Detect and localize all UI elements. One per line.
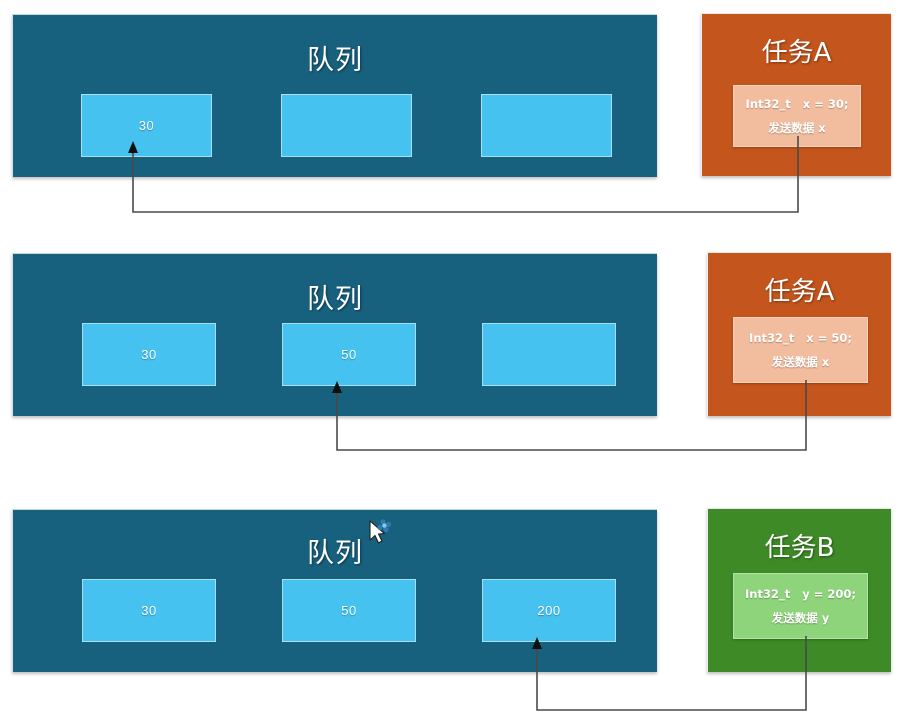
task-box-row-3[interactable]: 任务B Int32_t y = 200; 发送数据 y: [707, 508, 891, 672]
code-box-row-3: Int32_t y = 200; 发送数据 y: [733, 573, 868, 639]
code-line-send: 发送数据 y: [771, 610, 830, 625]
task-title-row-2: 任务A: [764, 277, 835, 307]
queue-cell-value: 30: [138, 118, 155, 133]
code-line-send: 发送数据 x: [768, 120, 826, 135]
queue-cell-row-3-1[interactable]: 50: [282, 579, 416, 642]
queue-cell-value: 200: [537, 603, 561, 618]
code-line-declaration: Int32_t y = 200;: [745, 586, 856, 601]
queue-panel-row-3: 队列 30 50 200: [12, 509, 657, 672]
queue-cell-row-3-0[interactable]: 30: [82, 579, 216, 642]
queue-panel-row-2: 队列 30 50: [12, 253, 657, 416]
queue-cell-row-3-2[interactable]: 200: [482, 579, 616, 642]
queue-cell-row-1-1[interactable]: [281, 94, 412, 157]
queue-panel-row-1: 队列 30: [12, 14, 657, 177]
queue-cell-row-1-0[interactable]: 30: [81, 94, 212, 157]
task-box-row-1[interactable]: 任务A Int32_t x = 30; 发送数据 x: [701, 13, 891, 176]
queue-title-row-1: 队列: [307, 45, 363, 76]
task-box-row-2[interactable]: 任务A Int32_t x = 50; 发送数据 x: [707, 252, 891, 416]
code-line-declaration: Int32_t x = 30;: [745, 96, 849, 111]
task-title-row-3: 任务B: [764, 533, 835, 563]
queue-title-row-2: 队列: [307, 284, 363, 315]
queue-cell-value: 30: [141, 347, 157, 362]
code-line-send: 发送数据 x: [771, 354, 830, 369]
queue-title-row-3: 队列: [307, 538, 363, 569]
queue-cell-row-2-1[interactable]: 50: [282, 323, 416, 386]
queue-cell-row-1-2[interactable]: [481, 94, 612, 157]
queue-cell-row-2-0[interactable]: 30: [82, 323, 216, 386]
code-line-declaration: Int32_t x = 50;: [749, 330, 852, 345]
queue-cell-row-2-2[interactable]: [482, 323, 616, 386]
code-box-row-2: Int32_t x = 50; 发送数据 x: [733, 317, 868, 383]
code-box-row-1: Int32_t x = 30; 发送数据 x: [733, 85, 861, 147]
queue-cell-value: 30: [141, 603, 157, 618]
queue-cell-value: 50: [341, 603, 357, 618]
queue-cell-value: 50: [341, 347, 357, 362]
task-title-row-1: 任务A: [761, 38, 832, 68]
